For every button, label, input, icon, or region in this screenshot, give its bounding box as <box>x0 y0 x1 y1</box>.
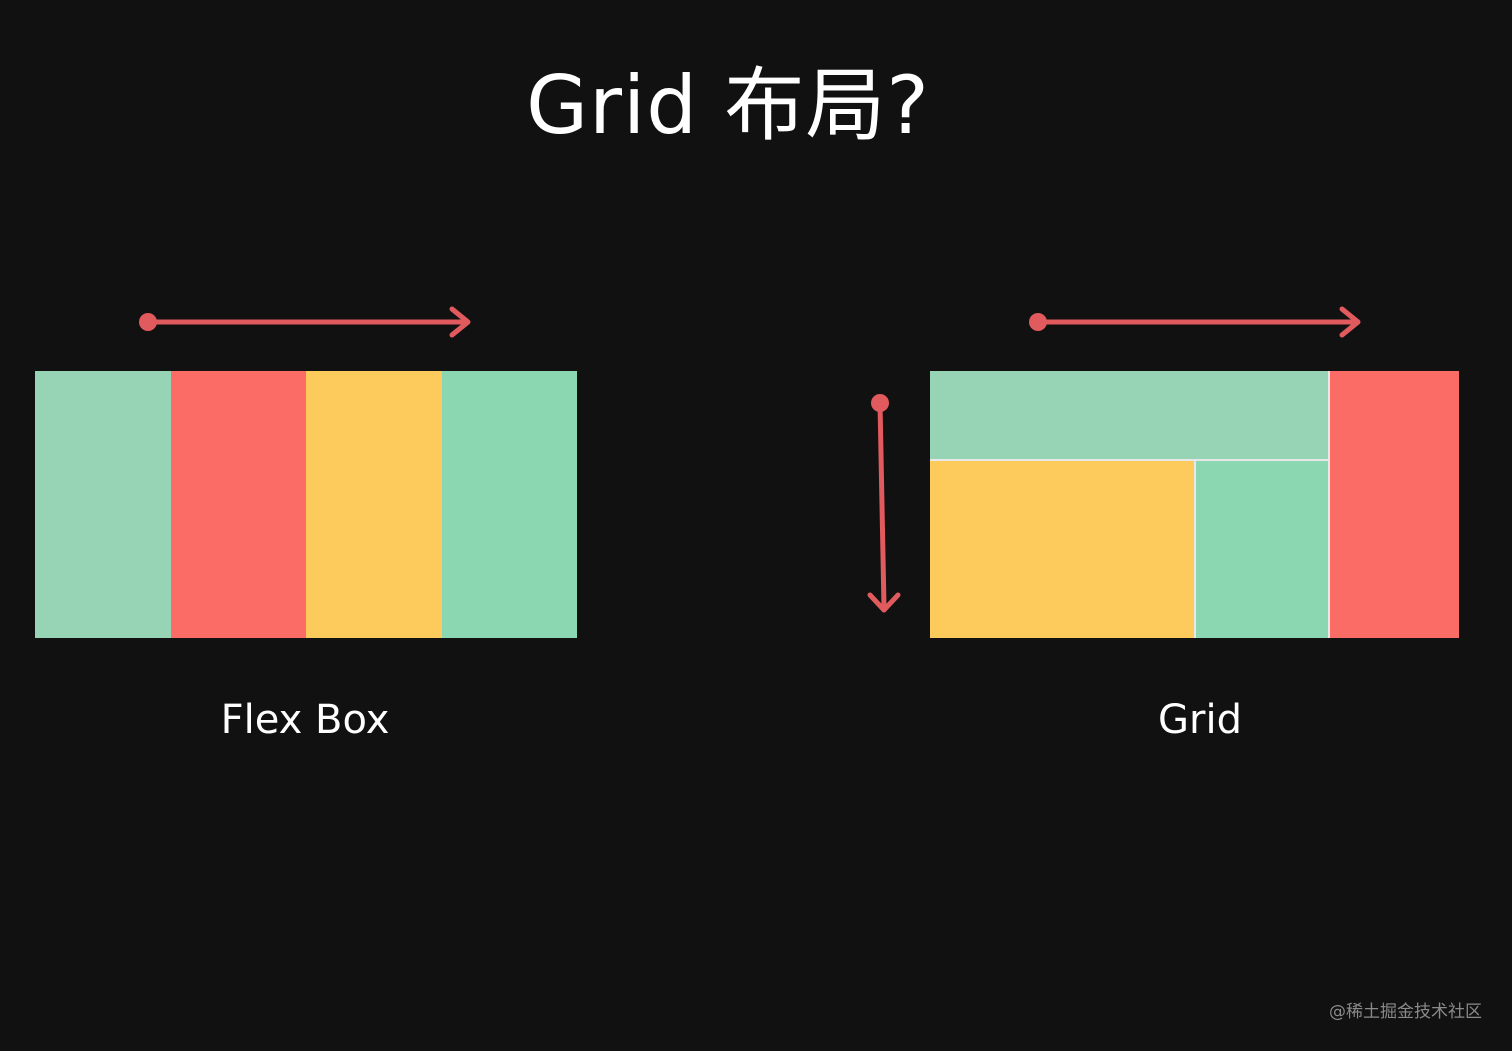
flex-item-4 <box>441 371 577 638</box>
grid-diagram <box>930 371 1459 638</box>
flexbox-label: Flex Box <box>220 697 390 743</box>
grid-item-main <box>930 461 1194 638</box>
flex-item-1 <box>35 371 171 638</box>
flexbox-diagram <box>35 371 577 638</box>
grid-v-arrow-shaft <box>877 400 887 610</box>
grid-label: Grid <box>1158 697 1242 743</box>
grid-h-arrow-head <box>1339 306 1361 338</box>
flex-item-3 <box>306 371 442 638</box>
grid-item-header <box>930 371 1328 459</box>
flex-arrow-head <box>449 306 471 338</box>
flex-main-axis-arrow-icon <box>139 306 471 338</box>
grid-v-arrow-head <box>867 592 901 613</box>
watermark: @稀土掘金技术社区 <box>1329 1002 1482 1022</box>
grid-item-side <box>1196 461 1328 638</box>
grid-column-axis-arrow-icon <box>867 394 901 613</box>
grid-item-right-column <box>1330 371 1459 638</box>
page-title: Grid 布局? <box>526 59 930 152</box>
flex-item-2 <box>170 371 306 638</box>
grid-row-axis-arrow-icon <box>1029 306 1361 338</box>
